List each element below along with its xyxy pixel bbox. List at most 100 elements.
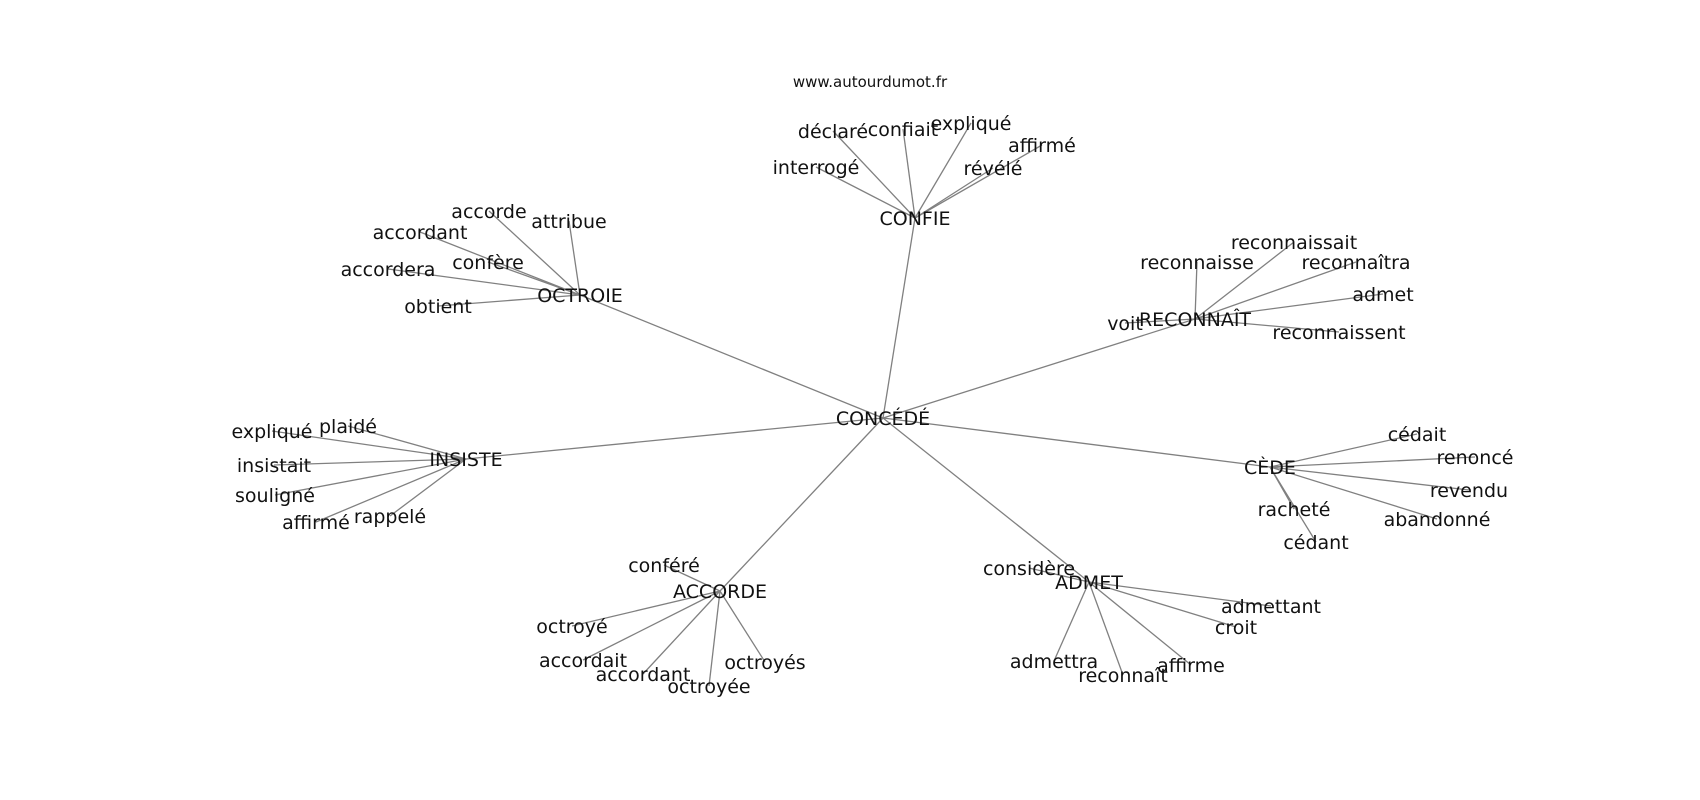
node-leaf-admet-admettant: admettant [1221, 596, 1321, 618]
node-leaf-insiste-plaide: plaidé [319, 416, 377, 438]
edge-octroie-attribue [568, 220, 581, 296]
edge-admet-croit [1088, 581, 1237, 628]
node-leaf-confie-affirme: affirmé [1008, 135, 1076, 157]
node-leaf-accorde-accordait: accordait [539, 650, 627, 672]
node-leaf-confie-explique: expliqué [930, 113, 1011, 135]
edge-accorde-octroyee [708, 590, 721, 687]
node-leaf-confie-revele: révélé [964, 158, 1023, 180]
node-leaf-confie-declare: déclaré [798, 121, 868, 143]
node-leaf-reconnait-voit: voit [1107, 313, 1143, 335]
edge-octroie-accordant [419, 231, 581, 296]
edge-insiste-rappele [389, 458, 467, 517]
edge-octroie-accordera [387, 268, 581, 296]
node-leaf-octroie-accordant: accordant [373, 222, 468, 244]
edge-confie-interroge [815, 166, 916, 219]
node-root-concede: CONCÉDÉ [836, 407, 930, 430]
edge-confie-revele [914, 167, 994, 219]
edge-octroie-obtient [437, 294, 581, 307]
edge-confie-confiait [902, 128, 916, 219]
edge-cede-cedait [1269, 433, 1418, 468]
edge-admet-admettra [1053, 581, 1090, 662]
node-leaf-admet-affirme: affirme [1157, 655, 1225, 677]
edge-root-cede [882, 417, 1271, 468]
node-leaf-accorde-accordant: accordant [596, 664, 691, 686]
node-leaf-octroie-accorde: accorde [451, 201, 526, 223]
node-hub-cede: CÈDE [1244, 456, 1296, 479]
edge-reconnait-admet [1194, 293, 1384, 320]
node-leaf-accorde-octroye: octroyé [536, 616, 607, 638]
edge-cede-cedant [1269, 466, 1317, 543]
edge-cede-revendu [1269, 466, 1470, 491]
node-leaf-insiste-souligne: souligné [235, 485, 315, 507]
edge-accorde-accordant [642, 590, 721, 675]
node-leaf-cede-rachete: racheté [1258, 499, 1331, 521]
edge-admet-affirme [1088, 581, 1192, 666]
node-leaf-reconnait-reconnaitra: reconnaîtra [1301, 252, 1410, 274]
edge-reconnait-reconnaisse [1194, 261, 1198, 320]
node-leaf-cede-abandonne: abandonné [1384, 509, 1491, 531]
edge-root-admet [882, 417, 1090, 583]
node-leaf-admet-croit: croit [1215, 617, 1257, 639]
edge-root-octroie [579, 294, 884, 419]
node-leaf-reconnait-reconnaisse: reconnaisse [1140, 252, 1254, 274]
edge-insiste-explique [271, 430, 467, 460]
edge-admet-admettant [1088, 581, 1272, 607]
site-credit: www.autourdumot.fr [793, 73, 948, 91]
edge-reconnait-reconnaissent [1194, 318, 1340, 333]
node-leaf-reconnait-reconnaissent: reconnaissent [1272, 322, 1405, 344]
node-hub-insiste: INSISTE [429, 449, 502, 471]
node-leaf-cede-revendu: revendu [1430, 480, 1508, 502]
node-leaf-cede-renonce: renoncé [1437, 447, 1514, 469]
node-leaf-reconnait-reconnaissait: reconnaissait [1231, 232, 1357, 254]
node-leaf-admet-considere: considère [983, 558, 1075, 580]
node-leaf-reconnait-admet: admet [1352, 284, 1413, 306]
node-leaf-octroie-obtient: obtient [404, 296, 472, 318]
node-leaf-insiste-explique: expliqué [231, 421, 312, 443]
edge-cede-renonce [1269, 456, 1476, 468]
edge-root-insiste [465, 417, 884, 460]
edge-confie-explique [914, 122, 972, 219]
edge-reconnait-voit [1124, 318, 1196, 324]
edge-root-confie [882, 217, 916, 419]
edge-confie-affirme [914, 144, 1043, 219]
edge-insiste-affirme [315, 458, 467, 523]
node-leaf-accorde-octroyee: octroyée [667, 676, 750, 698]
edge-root-accorde [719, 417, 884, 592]
node-leaf-insiste-affirme: affirmé [282, 512, 350, 534]
node-hub-octroie: OCTROIE [537, 285, 623, 307]
edge-octroie-confere [487, 261, 581, 296]
edge-accorde-octroyes [719, 590, 766, 663]
edge-confie-declare [832, 130, 916, 219]
node-hub-reconnait: RECONNAÎT [1139, 308, 1251, 331]
edge-admet-reconnait [1088, 581, 1124, 676]
edge-insiste-plaide [347, 425, 467, 460]
node-leaf-cede-cedant: cédant [1283, 532, 1348, 554]
edge-admet-considere [1028, 567, 1090, 583]
node-leaf-insiste-rappele: rappelé [354, 506, 426, 528]
edge-octroie-accorde [488, 210, 581, 296]
node-leaf-admet-reconnait: reconnaît [1078, 665, 1168, 687]
edge-root-reconnait [882, 318, 1196, 419]
edge-reconnait-reconnaitra [1194, 261, 1357, 320]
edge-accorde-octroye [571, 590, 721, 627]
node-leaf-accorde-confere: conféré [628, 555, 700, 577]
node-leaf-confie-interroge: interrogé [773, 157, 860, 179]
edge-insiste-insistait [273, 458, 467, 466]
node-leaf-octroie-confere: confère [452, 252, 524, 274]
edge-insiste-souligne [274, 458, 467, 496]
edge-accorde-confere [663, 564, 721, 592]
edge-cede-abandonne [1269, 466, 1438, 520]
node-leaf-octroie-accordera: accordera [341, 259, 436, 281]
node-leaf-accorde-octroyes: octroyés [724, 652, 805, 674]
node-hub-admet: ADMET [1055, 572, 1123, 594]
node-hub-confie: CONFIE [880, 208, 951, 230]
node-leaf-confie-confiait: confiait [868, 119, 938, 141]
node-leaf-insiste-insistait: insistait [237, 455, 311, 477]
node-leaf-octroie-attribue: attribue [531, 211, 606, 233]
edges-layer [271, 122, 1476, 687]
node-leaf-cede-cedait: cédait [1388, 424, 1447, 446]
node-hub-accorde: ACCORDE [673, 581, 767, 603]
node-leaf-admet-admettra: admettra [1010, 651, 1098, 673]
